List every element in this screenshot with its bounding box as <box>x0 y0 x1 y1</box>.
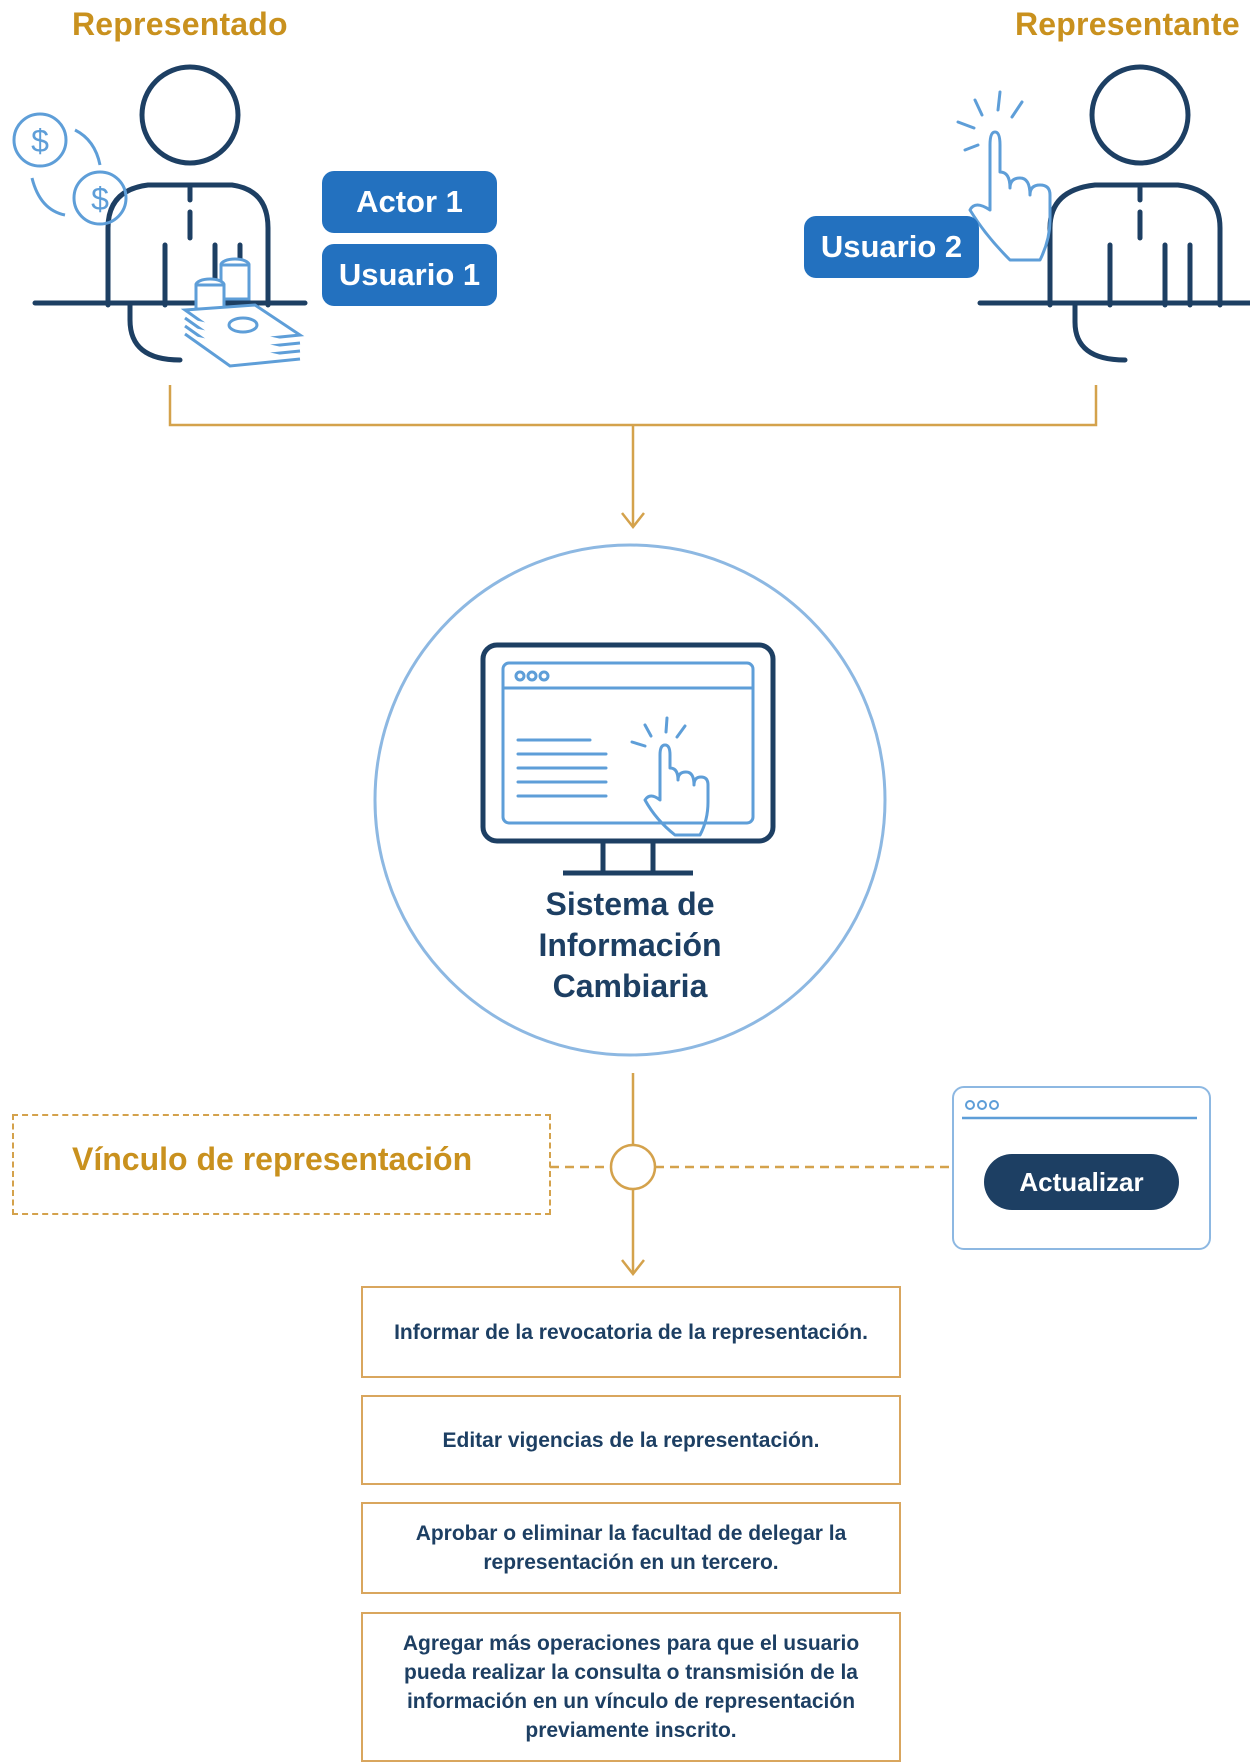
screen-content <box>501 661 755 825</box>
person-icon <box>977 64 1250 363</box>
actor1-badge: Actor 1 <box>322 171 497 233</box>
operation-agregar: Agregar más operaciones para que el usua… <box>361 1612 901 1762</box>
browser-window: Actualizar <box>952 1086 1211 1250</box>
vinculo-box <box>12 1114 551 1215</box>
system-circle <box>373 543 887 1057</box>
system-label-line2: Información <box>538 927 722 963</box>
pointing-hand-icon <box>630 716 710 837</box>
system-label-line1: Sistema de <box>545 886 715 922</box>
operation-delegar: Aprobar o eliminar la facultad de delega… <box>361 1502 901 1594</box>
browser-window-icon <box>962 1100 1197 1120</box>
operation-revocatoria: Informar de la revocatoria de la represe… <box>361 1286 901 1378</box>
representado-title: Representado <box>72 6 288 42</box>
usuario1-badge: Usuario 1 <box>322 244 497 306</box>
system-label: Sistema de Información Cambiaria <box>500 884 760 1007</box>
dollar-sign-2: $ <box>91 181 109 217</box>
operation-vigencias: Editar vigencias de la representación. <box>361 1395 901 1485</box>
actualizar-button[interactable]: Actualizar <box>984 1154 1179 1210</box>
money-stack-icon <box>180 257 305 368</box>
representado-illustration: $ $ <box>12 64 308 368</box>
pointing-hand-icon <box>956 90 1052 262</box>
dollar-sign-1: $ <box>31 123 49 159</box>
vinculo-label: Vínculo de representación <box>72 1141 473 1177</box>
usuario2-badge: Usuario 2 <box>804 216 979 278</box>
computer-monitor-icon <box>480 642 776 876</box>
representante-title: Representante <box>1015 6 1240 42</box>
representante-illustration <box>956 64 1250 363</box>
system-label-line3: Cambiaria <box>552 968 708 1004</box>
dollar-coins-icon <box>12 112 128 226</box>
